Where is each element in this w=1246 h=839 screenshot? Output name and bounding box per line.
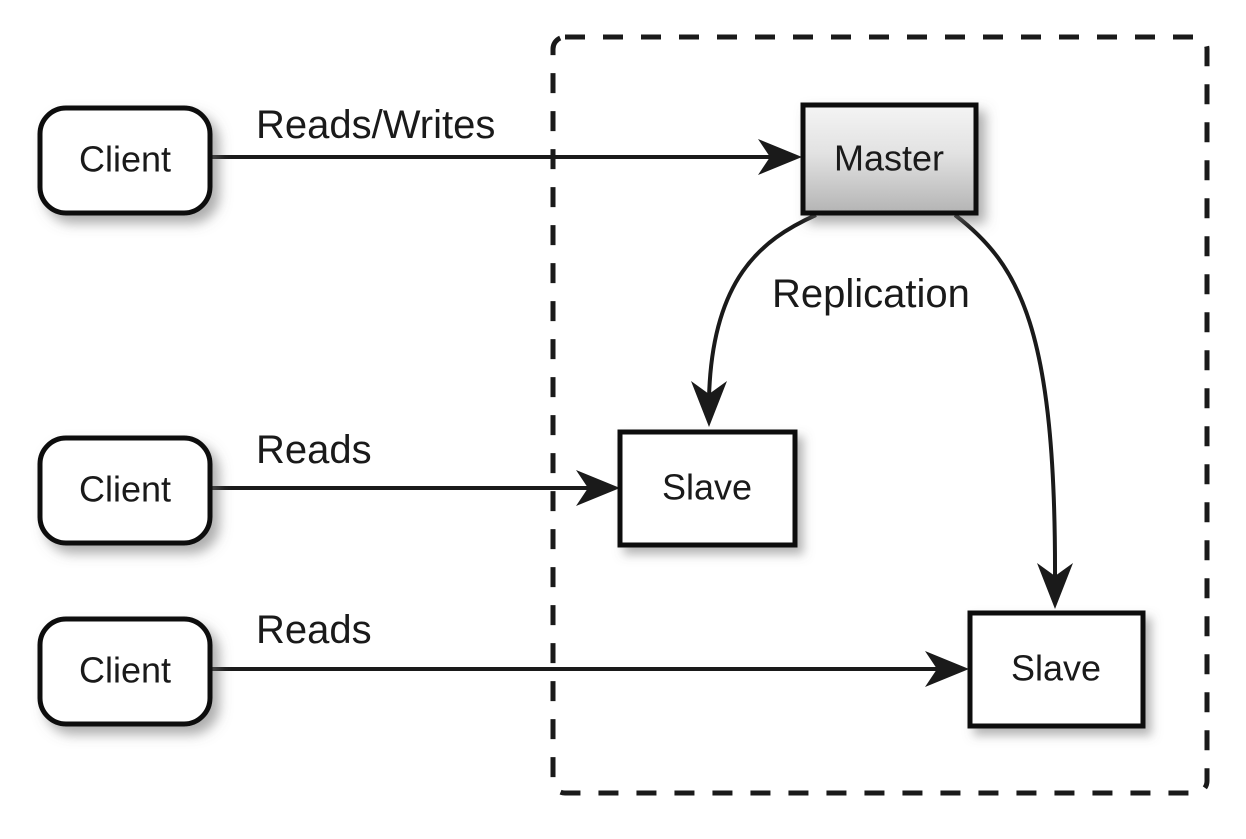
client-1-label: Client bbox=[79, 139, 171, 180]
edge-reads-middle bbox=[210, 470, 620, 506]
client-3-label: Client bbox=[79, 650, 171, 691]
cluster-boundary bbox=[550, 34, 1210, 796]
edge-replication-left bbox=[691, 213, 817, 427]
client-1-shape bbox=[37, 105, 213, 216]
edge-label-reads-bottom: Reads bbox=[256, 608, 372, 652]
arrow-head-replication-slave-1 bbox=[691, 381, 727, 427]
client-2-shape bbox=[37, 435, 213, 546]
node-client-3[interactable] bbox=[37, 616, 213, 727]
arrow-head-to-slave-2 bbox=[925, 651, 969, 687]
node-client-1[interactable] bbox=[37, 105, 213, 216]
slave-1-label: Slave bbox=[662, 467, 752, 508]
arrow-head-to-slave-1 bbox=[576, 470, 620, 506]
edge-replication-right bbox=[953, 213, 1073, 609]
client-2-label: Client bbox=[79, 469, 171, 510]
client-3-shape bbox=[37, 616, 213, 727]
curve-replication-right bbox=[953, 213, 1058, 581]
node-slave-2[interactable] bbox=[967, 610, 1146, 729]
edge-reads-writes bbox=[210, 139, 802, 175]
slave-2-shape bbox=[967, 610, 1146, 729]
edge-label-reads-middle: Reads bbox=[256, 428, 372, 472]
slave-1-shape bbox=[617, 429, 798, 548]
arrow-head-replication-slave-2 bbox=[1037, 563, 1073, 609]
master-shape bbox=[800, 102, 979, 216]
edge-label-replication: Replication bbox=[772, 272, 970, 316]
edge-reads-bottom bbox=[210, 651, 969, 687]
node-slave-1[interactable] bbox=[617, 429, 798, 548]
edge-label-reads-writes: Reads/Writes bbox=[256, 103, 495, 147]
node-client-2[interactable] bbox=[37, 435, 213, 546]
arrow-head-to-master bbox=[758, 139, 802, 175]
node-master[interactable] bbox=[800, 102, 979, 216]
slave-2-label: Slave bbox=[1011, 648, 1101, 689]
curve-replication-left bbox=[707, 213, 817, 399]
master-label: Master bbox=[834, 138, 944, 179]
